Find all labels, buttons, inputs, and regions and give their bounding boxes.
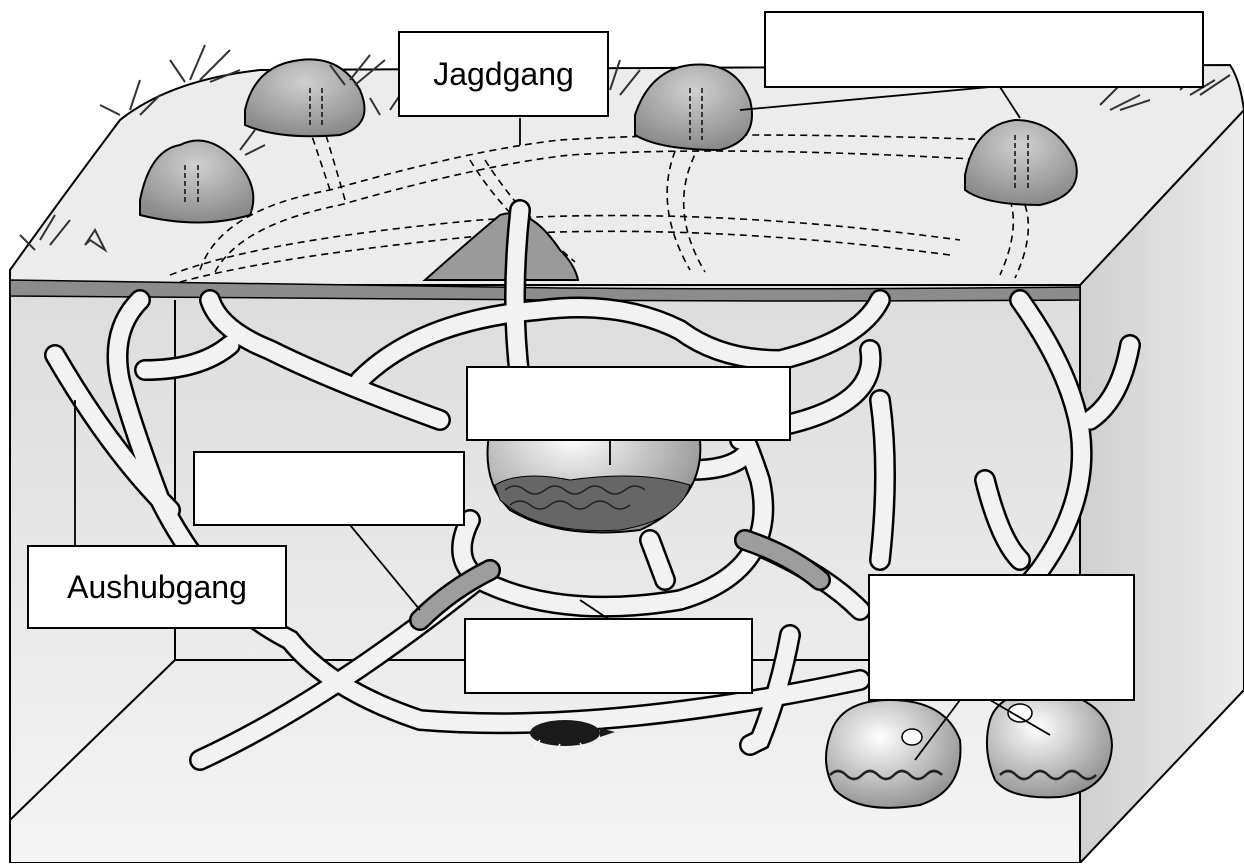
label-aushubgang: Aushubgang [27, 545, 287, 629]
label-box-bottom-center [464, 618, 753, 694]
label-box-vorratskammern [868, 574, 1135, 701]
label-box-left-middle [193, 451, 465, 526]
label-box-top-right [764, 11, 1204, 88]
label-box-nest [466, 366, 791, 441]
label-jagdgang: Jagdgang [398, 31, 609, 117]
